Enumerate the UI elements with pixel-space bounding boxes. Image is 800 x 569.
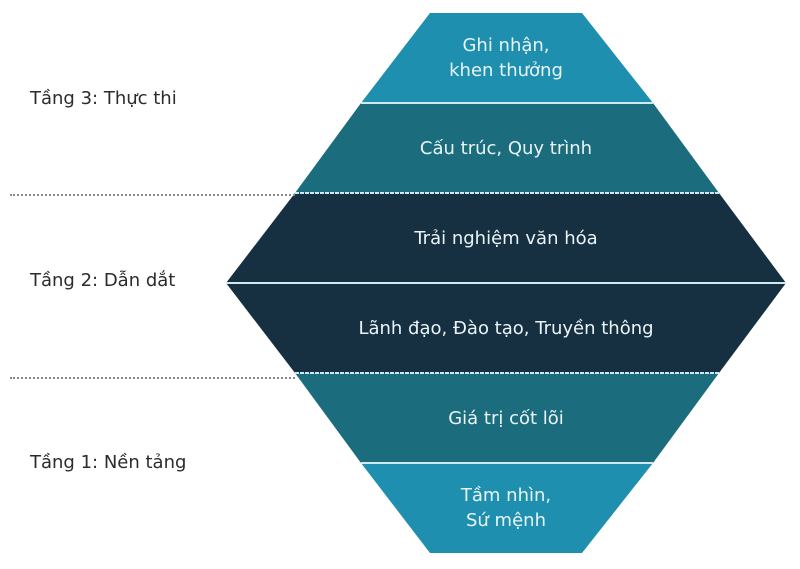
band-leadership-text: Lãnh đạo, Đào tạo, Truyền thông (226, 283, 786, 373)
band-recognition-text: Ghi nhận, khen thưởng (226, 13, 786, 103)
tier-divider-bottom (10, 377, 295, 379)
band-recognition-shape (361, 13, 653, 103)
band-culture-experience-line1: Trải nghiệm văn hóa (414, 227, 598, 249)
band-vision-mission-text: Tầm nhìn, Sứ mệnh (226, 463, 786, 553)
band-structure-line1: Cấu trúc, Quy trình (419, 137, 593, 159)
band-leadership-line1: Lãnh đạo, Đào tạo, Truyền thông (358, 317, 654, 339)
band-structure-text: Cấu trúc, Quy trình (226, 103, 786, 193)
band-vision-mission-shape (361, 463, 653, 553)
band-separators (226, 102, 786, 464)
band-vision-mission-line2: Sứ mệnh (466, 510, 546, 531)
band-core-values-line1: Giá trị cốt lõi (448, 407, 564, 429)
band-recognition-line2: khen thưởng (449, 60, 563, 81)
band-core-values-shape (295, 373, 719, 463)
band-vision-mission-line1: Tầm nhìn, (460, 485, 552, 506)
band-structure-shape (295, 103, 719, 193)
tier-divider-top (10, 194, 295, 196)
tier-2-label: Tầng 2: Dẫn dắt (30, 270, 176, 291)
band-leadership-shape (226, 283, 786, 373)
band-recognition-line1: Ghi nhận, (462, 35, 550, 56)
band-core-values-text: Giá trị cốt lõi (226, 373, 786, 463)
band-culture-experience-text: Trải nghiệm văn hóa (226, 193, 786, 283)
band-culture-experience-shape (226, 193, 786, 283)
tier-1-label: Tầng 1: Nền tảng (30, 452, 187, 473)
tier-3-label: Tầng 3: Thực thi (30, 88, 177, 109)
